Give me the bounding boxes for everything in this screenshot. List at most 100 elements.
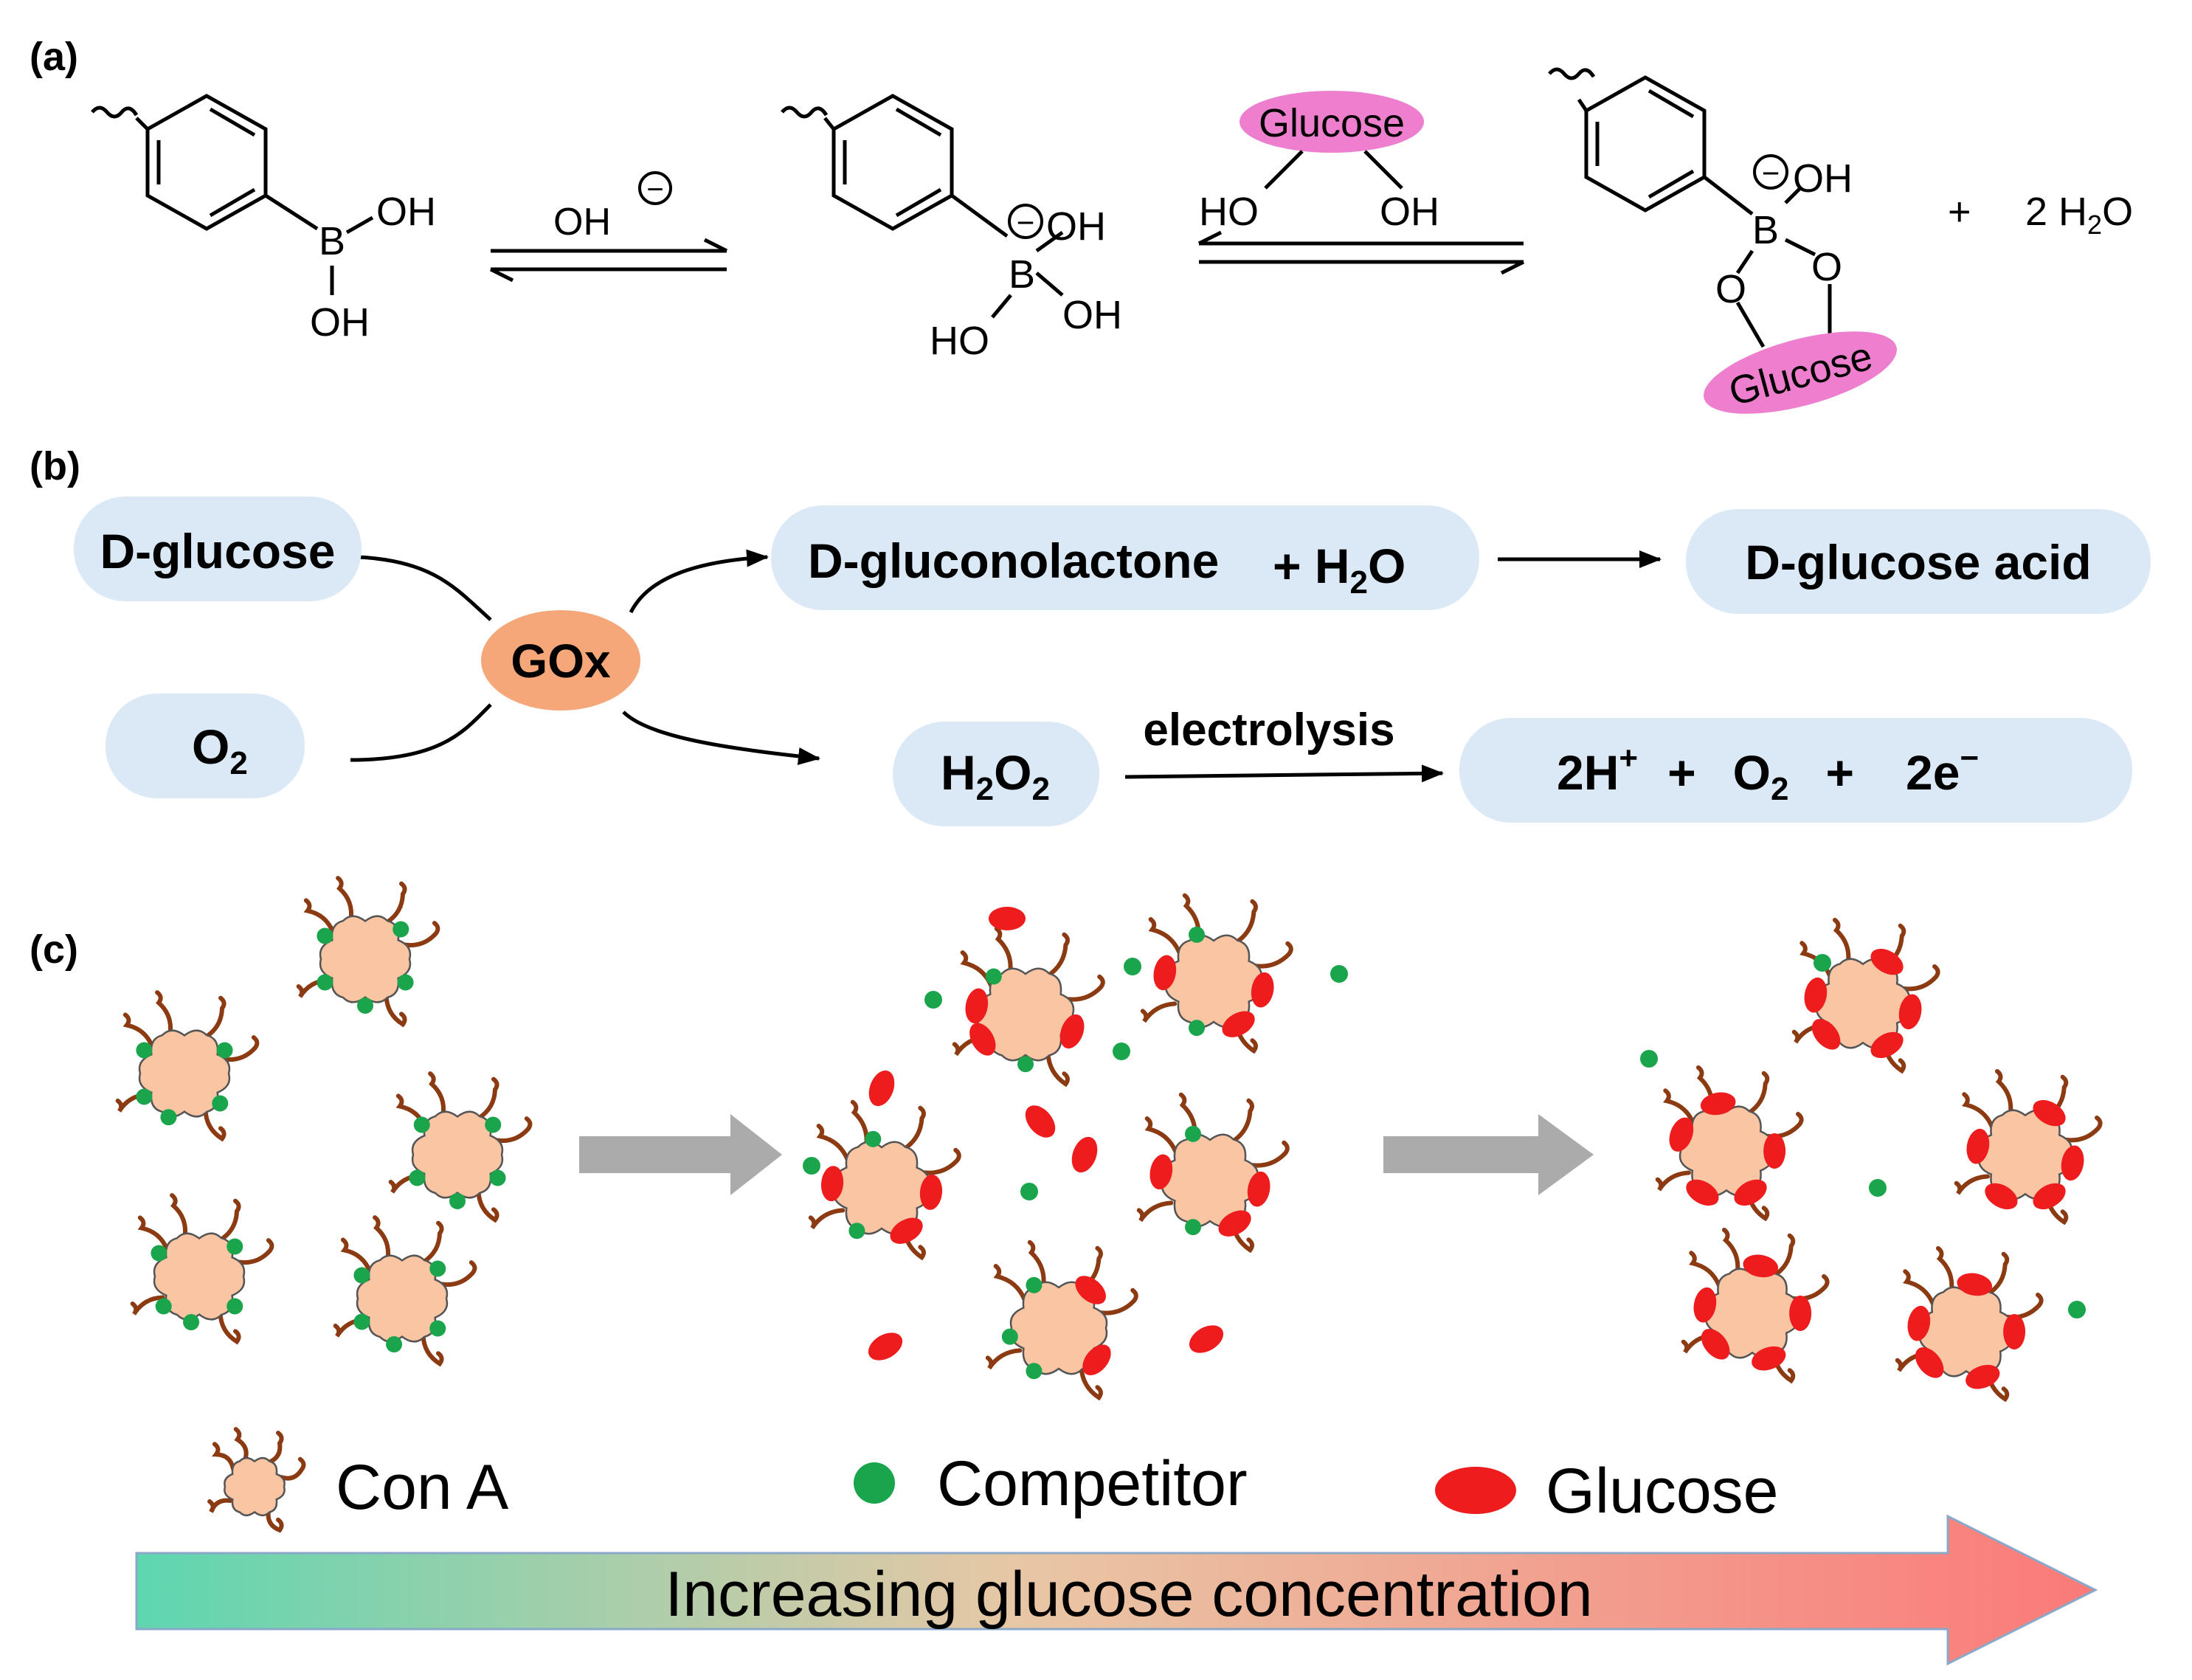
con-a-arm xyxy=(1901,964,1940,992)
glucose-bound xyxy=(1734,1179,1767,1206)
glucose-free xyxy=(1189,1325,1224,1353)
bubble-glucose-acid xyxy=(1686,509,2151,614)
boronate-glucose-ester xyxy=(1548,67,1832,348)
glucose-bound xyxy=(1898,994,1922,1030)
competitor-bound xyxy=(485,1116,502,1133)
con-a-arm xyxy=(816,1124,850,1161)
con-a-arm xyxy=(266,1508,284,1533)
glucose-ellipse-ester xyxy=(1704,331,1897,414)
competitor-bound xyxy=(1026,1363,1043,1380)
competitor-free xyxy=(1020,1183,1038,1200)
glucose-bound xyxy=(1804,977,1828,1013)
con-a-arm xyxy=(421,1220,444,1265)
boronate-charge-circle xyxy=(1008,204,1043,239)
con-a-arm xyxy=(221,1035,260,1062)
con-a-arm xyxy=(1045,932,1070,978)
competitor-bound xyxy=(397,974,414,991)
con-a-arm xyxy=(1962,1092,1994,1130)
electrolysis-products-label: 2H++O2+2e− xyxy=(1557,740,1979,807)
competitor-bound xyxy=(216,1042,233,1059)
con-a-arm xyxy=(1935,1245,1954,1293)
competitor-bound xyxy=(317,974,333,991)
hydroxide-label: OH xyxy=(553,201,611,243)
curve-glucose-to-gox xyxy=(357,555,492,621)
con-a-arm xyxy=(850,1099,869,1148)
con-a-state-1 xyxy=(115,876,533,1367)
con-a-arm xyxy=(212,1442,235,1471)
competitor-free xyxy=(1124,958,1141,975)
glucose-bound xyxy=(1075,1276,1106,1304)
benzene-ring-3 xyxy=(1584,75,1707,212)
con-a-arm xyxy=(1148,917,1182,955)
glucose-bound xyxy=(2033,1099,2066,1127)
competitor-bound xyxy=(386,1336,403,1353)
con-a-molecule xyxy=(1895,1245,2044,1403)
con-a-arm xyxy=(137,1215,170,1252)
glucose-reagent-label: Glucose xyxy=(1259,101,1405,145)
con-a-arm xyxy=(1230,1098,1254,1144)
con-a-molecule xyxy=(1791,917,1940,1074)
con-a-molecule xyxy=(115,990,260,1142)
hydroxide-charge: − xyxy=(646,173,663,206)
con-a-molecule xyxy=(1140,893,1293,1054)
con-a-arm xyxy=(1144,1116,1178,1154)
con-a-arm xyxy=(203,995,227,1040)
competitor-bound xyxy=(489,1169,506,1186)
benzene-ring-1 xyxy=(145,94,268,231)
glucose-bound xyxy=(1915,1347,1944,1378)
transition-arrow-2 xyxy=(1383,1114,1594,1195)
competitor-bound xyxy=(1001,1328,1018,1345)
equilibrium-arrow-1 xyxy=(489,238,728,283)
hydroxyl-label-2b: OH xyxy=(1062,293,1122,337)
transition-arrow-1 xyxy=(579,1114,782,1195)
curve-gox-to-h2o2 xyxy=(622,711,820,765)
concentration-gradient-arrow xyxy=(135,1514,2098,1666)
con-a-arm xyxy=(2005,1292,2044,1320)
diol-ho: HO xyxy=(1199,190,1259,234)
legend-con-a-label: Con A xyxy=(336,1452,509,1523)
glucose-bound xyxy=(890,1217,923,1244)
glucose-bound xyxy=(1907,1305,1931,1341)
glucose-bound xyxy=(1149,1154,1173,1190)
con-a-arm xyxy=(303,898,336,935)
boron-label-1: B xyxy=(319,219,345,263)
glucose-bound xyxy=(965,988,989,1024)
bubble-d-glucose xyxy=(74,497,362,601)
equilibrium-arrow-2 xyxy=(1197,230,1525,275)
curve-o2-to-gox xyxy=(350,703,492,762)
glucose-bound xyxy=(1669,1117,1694,1152)
glucose-bound xyxy=(1870,1031,1904,1059)
con-a-arm xyxy=(1832,917,1851,965)
legend-competitor-icon xyxy=(854,1462,895,1504)
con-a-body xyxy=(138,1029,231,1118)
con-a-arm xyxy=(994,926,1013,975)
con-a-arm xyxy=(155,990,173,1037)
con-a-arm xyxy=(278,1456,306,1481)
gluconolactone-label: D-gluconolactone xyxy=(808,533,1219,588)
competitor-bound xyxy=(393,921,409,938)
glucose-bound xyxy=(1222,1011,1255,1037)
con-a-body xyxy=(356,1254,449,1343)
con-a-arm xyxy=(373,1215,391,1262)
glucose-bound xyxy=(1966,1128,1990,1164)
arrow-electrolysis xyxy=(1124,764,1444,783)
con-a-arm xyxy=(122,1012,155,1049)
h2o2-label: H2O2 xyxy=(941,745,1050,807)
ester-oxygen-left: O xyxy=(1715,267,1746,311)
con-a-arm xyxy=(808,1208,846,1230)
glucose-bound xyxy=(919,1174,943,1210)
competitor-free xyxy=(1330,965,1348,983)
con-a-molecule xyxy=(333,1215,477,1367)
boronate-charge: − xyxy=(1017,205,1035,240)
competitor-bound xyxy=(317,927,333,944)
panel-a: (a) B OH OH OH − xyxy=(30,35,2133,415)
con-a-arm xyxy=(494,1116,533,1144)
glucose-bound xyxy=(1247,1171,1270,1207)
glucose-bound xyxy=(2003,1314,2026,1349)
glucose-bound xyxy=(1763,1133,1786,1169)
con-a-arm xyxy=(384,993,407,1028)
competitor-bound xyxy=(183,1314,200,1331)
con-a-arm xyxy=(384,881,407,925)
glucose-bound xyxy=(1082,1344,1111,1375)
